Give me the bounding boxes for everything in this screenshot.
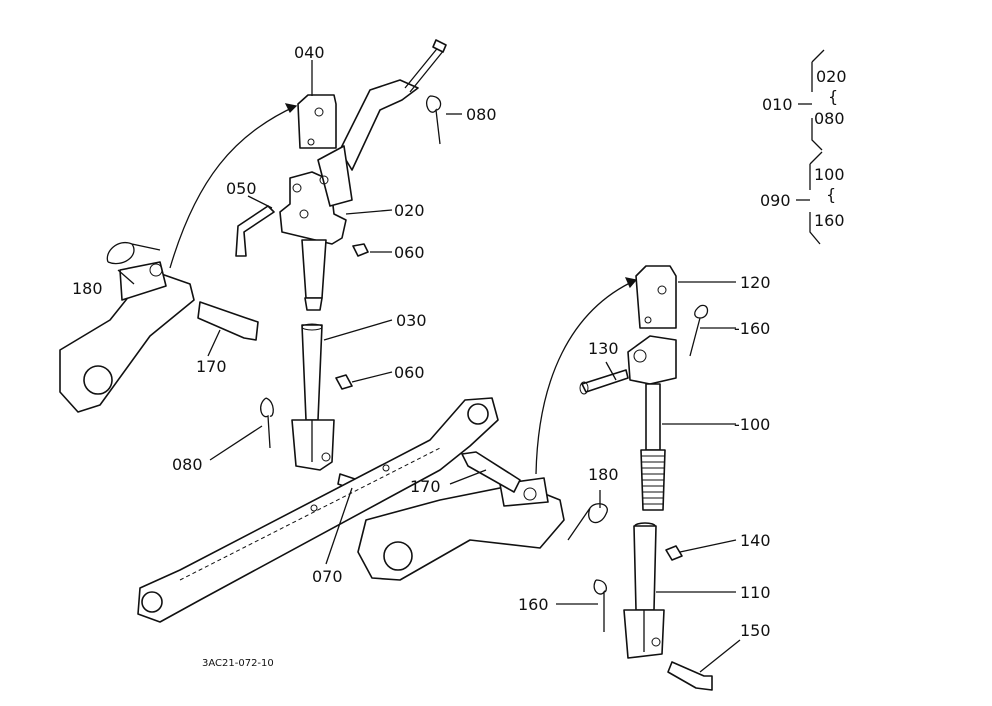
drawing-code: 3AC21-072-10	[202, 658, 274, 669]
part-160-clip-upper	[689, 304, 709, 357]
label-050: 050	[226, 179, 257, 198]
label-130: 130	[588, 339, 619, 358]
label-020: 020	[394, 201, 425, 220]
part-150-pin	[667, 661, 713, 691]
lever-rod	[404, 44, 445, 93]
legend-090: 090	[760, 191, 791, 210]
legend-160: 160	[814, 211, 845, 230]
part-180-clip-right	[567, 503, 608, 541]
part-170-pin-middle	[461, 451, 521, 493]
part-100-rod	[645, 383, 661, 451]
assembly-arrow-right	[535, 279, 637, 475]
leader-lines	[117, 60, 741, 673]
label-170-left: 170	[196, 357, 227, 376]
rod-clevis-top	[627, 335, 677, 385]
part-labels: 040 080 050 020 060 180 170 030 060 080 …	[72, 43, 771, 640]
label-030: 030	[396, 311, 427, 330]
top-link-assembly	[235, 39, 447, 497]
part-180-clip-left	[106, 241, 161, 265]
part-080-clip-left	[260, 397, 274, 449]
lever-handle	[339, 79, 419, 171]
label-080-top: 080	[466, 105, 497, 124]
part-130-pin	[581, 369, 629, 393]
label-120: 120	[740, 273, 771, 292]
legend-080: 080	[814, 109, 845, 128]
lower-yoke	[291, 419, 335, 471]
label-170-mid: 170	[410, 477, 441, 496]
label-110: 110	[740, 583, 771, 602]
label-140: 140	[740, 531, 771, 550]
lower-link-arm	[137, 397, 499, 623]
lift-rod-assembly	[579, 265, 713, 691]
label-100: -100	[734, 415, 770, 434]
part-170-pin-left	[197, 301, 259, 341]
part-110-tube	[633, 525, 657, 611]
legend-sep-2: {	[826, 185, 836, 204]
part-140-grease-nipple	[665, 545, 683, 561]
label-080-left: 080	[172, 455, 203, 474]
group-legend: 010 020 { 080 090 100 { 160	[760, 49, 847, 245]
legend-100: 100	[814, 165, 845, 184]
part-050-pin	[235, 205, 275, 257]
upper-tube	[301, 239, 327, 299]
label-040: 040	[294, 43, 325, 62]
label-070: 070	[312, 567, 343, 586]
label-160-left: 160	[518, 595, 549, 614]
part-080-clip-top	[426, 95, 442, 145]
assembly-arrow-left	[169, 105, 297, 269]
part-160-clip-lower	[593, 579, 608, 632]
label-160-right: -160	[734, 319, 770, 338]
part-120-block	[635, 265, 677, 329]
legend-010: 010	[762, 95, 793, 114]
part-060-grease-nipple-top	[352, 243, 369, 257]
label-060-top: 060	[394, 243, 425, 262]
legend-sep-1: {	[828, 87, 838, 106]
part-030-rod	[301, 324, 323, 421]
label-180-left: 180	[72, 279, 103, 298]
legend-020: 020	[816, 67, 847, 86]
label-150: 150	[740, 621, 771, 640]
label-060-mid: 060	[394, 363, 425, 382]
part-060-grease-nipple-mid	[335, 374, 353, 390]
label-180-right: 180	[588, 465, 619, 484]
lift-arm-left	[59, 261, 195, 413]
part-040-block	[297, 94, 337, 149]
